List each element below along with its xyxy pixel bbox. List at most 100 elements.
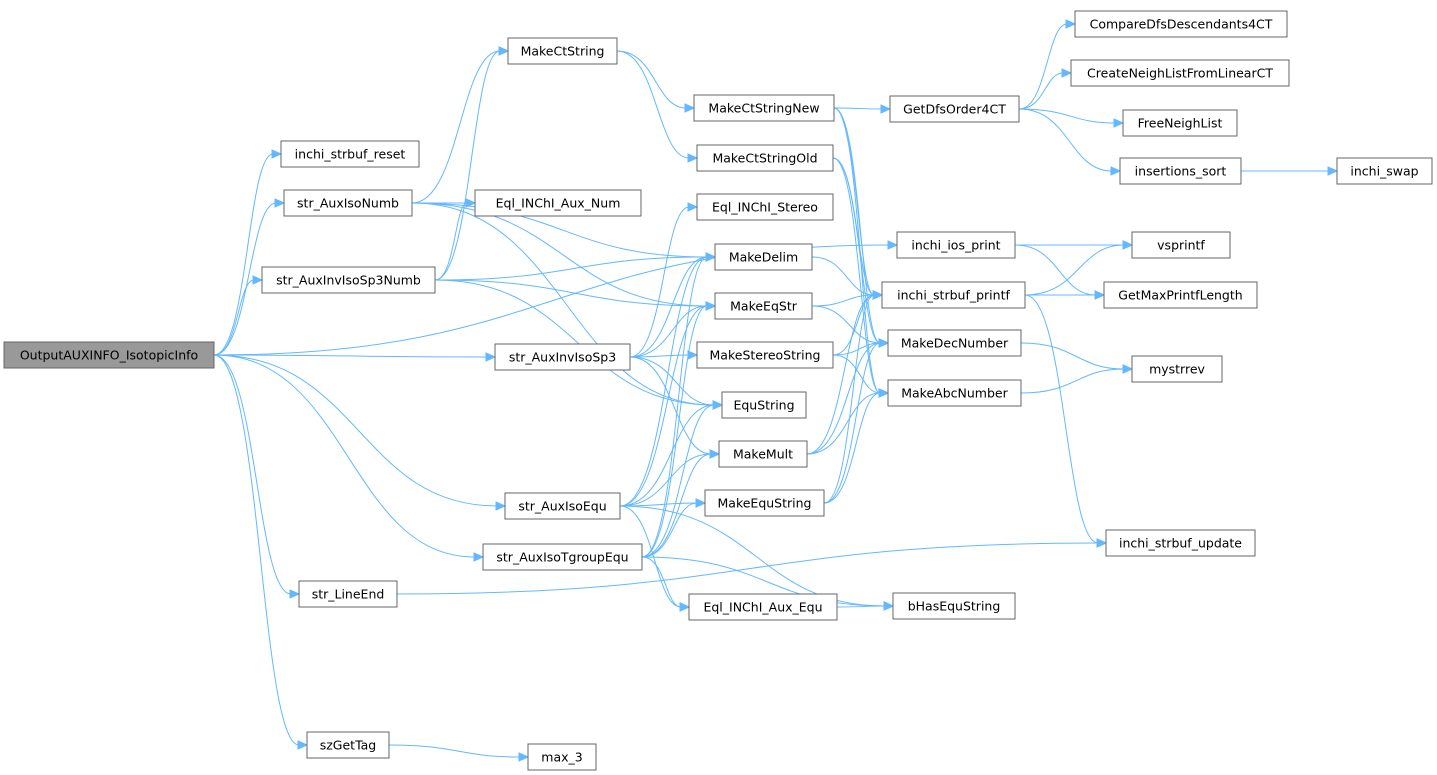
node-label: MakeMult bbox=[733, 447, 793, 462]
arrowhead-str-auxisotgroupequ-to-makedelim bbox=[705, 252, 717, 262]
node-eql-inchi-aux-equ[interactable]: Eql_INChI_Aux_Equ bbox=[688, 593, 838, 621]
node-box bbox=[1103, 281, 1258, 309]
node-str-auxisotgroupequ[interactable]: str_AuxIsoTgroupEqu bbox=[482, 543, 643, 571]
node-szgettag[interactable]: szGetTag bbox=[306, 731, 390, 759]
node-insertions-sort[interactable]: insertions_sort bbox=[1119, 157, 1242, 185]
arrowhead-str-auxinvisosp3numb-to-makectstring bbox=[498, 46, 510, 56]
node-outputauxinfo-isotopicinfo[interactable]: OutputAUXINFO_IsotopicInfo bbox=[3, 341, 215, 369]
edge-makectstringold-to-makeabcnumber bbox=[832, 157, 881, 394]
node-makedecnumber[interactable]: MakeDecNumber bbox=[887, 329, 1022, 357]
arrowhead-outputauxinfo-isotopicinfo-to-str-auxinvisosp3 bbox=[485, 352, 497, 362]
arrowhead-outputauxinfo-isotopicinfo-to-str-auxinvisosp3numb bbox=[252, 275, 264, 285]
node-str-auxinvisosp3numb[interactable]: str_AuxInvIsoSp3Numb bbox=[261, 266, 436, 294]
arrowhead-getdfsorder4ct-to-freeneighlist bbox=[1113, 118, 1125, 128]
node-createneighlistfromlinearct[interactable]: CreateNeighListFromLinearCT bbox=[1070, 59, 1290, 87]
nodes-layer: OutputAUXINFO_IsotopicInfo inchi_strbuf_r… bbox=[3, 10, 1433, 771]
node-box bbox=[1131, 355, 1223, 383]
node-bhasequstring[interactable]: bHasEquString bbox=[892, 592, 1016, 620]
node-box bbox=[696, 341, 834, 369]
node-makemult[interactable]: MakeMult bbox=[718, 440, 808, 468]
node-box bbox=[1119, 157, 1242, 185]
edge-str-auxinvisosp3numb-to-makeeqstr bbox=[434, 279, 708, 307]
node-label: max_3 bbox=[541, 750, 582, 765]
node-comparedfsdescendants4ct[interactable]: CompareDfsDescendants4CT bbox=[1074, 10, 1288, 38]
node-getdfsorder4ct[interactable]: GetDfsOrder4CT bbox=[889, 95, 1020, 123]
node-box bbox=[721, 391, 807, 419]
node-inchi-strbuf-update[interactable]: inchi_strbuf_update bbox=[1105, 529, 1256, 557]
arrowhead-outputauxinfo-isotopicinfo-to-szgettag bbox=[297, 740, 309, 750]
node-mystrrev[interactable]: mystrrev bbox=[1131, 355, 1223, 383]
node-box bbox=[714, 243, 813, 271]
edge-inchi-strbuf-printf-to-inchi-strbuf-update bbox=[1024, 294, 1099, 544]
node-label: str_LineEnd bbox=[312, 587, 385, 602]
node-box bbox=[1336, 157, 1433, 185]
edge-str-auxinvisosp3-to-makemult bbox=[629, 356, 712, 455]
edge-makectstringnew-to-makedecnumber bbox=[833, 107, 881, 344]
node-label: inchi_swap bbox=[1350, 164, 1418, 179]
node-eql-inchi-stereo[interactable]: Eql_INChI_Stereo bbox=[696, 193, 834, 221]
node-equstring[interactable]: EquString bbox=[721, 391, 807, 419]
node-label: MakeCtStringNew bbox=[708, 101, 819, 116]
node-box bbox=[3, 341, 215, 369]
node-str-lineend[interactable]: str_LineEnd bbox=[298, 580, 398, 608]
node-eql-inchi-aux-num[interactable]: Eql_INChI_Aux_Num bbox=[474, 189, 642, 217]
node-box bbox=[482, 543, 643, 571]
node-vsprintf[interactable]: vsprintf bbox=[1131, 231, 1231, 259]
node-label: str_AuxInvIsoSp3 bbox=[509, 350, 616, 365]
edge-getdfsorder4ct-to-insertions-sort bbox=[1018, 108, 1113, 172]
edge-outputauxinfo-isotopicinfo-to-inchi-strbuf-reset bbox=[213, 153, 274, 356]
node-makectstring[interactable]: MakeCtString bbox=[507, 37, 618, 65]
arrowhead-inchi-strbuf-printf-to-getmaxprintflength bbox=[1094, 290, 1106, 300]
node-inchi-strbuf-printf[interactable]: inchi_strbuf_printf bbox=[881, 281, 1026, 309]
node-makedelim[interactable]: MakeDelim bbox=[714, 243, 813, 271]
node-max-3[interactable]: max_3 bbox=[527, 743, 597, 771]
arrowhead-makectstring-to-makectstringnew bbox=[684, 103, 696, 113]
node-makectstringold[interactable]: MakeCtStringOld bbox=[696, 144, 834, 172]
arrowhead-str-auxinvisosp3numb-to-eql-inchi-aux-num bbox=[465, 198, 477, 208]
node-str-auxinvisosp3[interactable]: str_AuxInvIsoSp3 bbox=[494, 343, 631, 371]
node-makeequstring[interactable]: MakeEquString bbox=[704, 489, 825, 517]
edge-str-auxisotgroupequ-to-makeequstring bbox=[641, 502, 698, 558]
node-inchi-strbuf-reset[interactable]: inchi_strbuf_reset bbox=[280, 140, 420, 168]
edge-str-auxinvisosp3numb-to-eql-inchi-aux-num bbox=[434, 202, 468, 281]
node-label: CreateNeighListFromLinearCT bbox=[1087, 66, 1273, 81]
node-box bbox=[1122, 109, 1238, 137]
node-makectstringnew[interactable]: MakeCtStringNew bbox=[693, 94, 835, 122]
node-makeeqstr[interactable]: MakeEqStr bbox=[714, 292, 813, 320]
arrowhead-makectstring-to-makectstringold bbox=[687, 153, 699, 163]
node-freeneighlist[interactable]: FreeNeighList bbox=[1122, 109, 1238, 137]
arrowhead-makectstringnew-to-getdfsorder4ct bbox=[880, 104, 892, 114]
arrowhead-outputauxinfo-isotopicinfo-to-inchi-strbuf-reset bbox=[271, 149, 283, 159]
node-box bbox=[896, 231, 1016, 259]
arrowhead-str-auxisotgroupequ-to-eql-inchi-aux-equ bbox=[679, 602, 691, 612]
edge-str-auxinvisosp3-to-eql-inchi-stereo bbox=[629, 206, 690, 358]
edge-str-auxisotgroupequ-to-makedelim bbox=[641, 256, 708, 558]
node-box bbox=[1074, 10, 1288, 38]
node-getmaxprintflength[interactable]: GetMaxPrintfLength bbox=[1103, 281, 1258, 309]
node-str-auxisonumb[interactable]: str_AuxIsoNumb bbox=[283, 189, 413, 217]
edge-makeequstring-to-inchi-strbuf-printf bbox=[823, 294, 875, 504]
edge-makectstring-to-makectstringold bbox=[616, 50, 690, 159]
edge-makeequstring-to-makedecnumber bbox=[823, 342, 881, 504]
node-box bbox=[718, 440, 808, 468]
node-box bbox=[887, 329, 1022, 357]
node-inchi-swap[interactable]: inchi_swap bbox=[1336, 157, 1433, 185]
node-label: MakeDelim bbox=[729, 250, 798, 265]
arrowhead-makeabcnumber-to-mystrrev bbox=[1122, 364, 1134, 374]
node-label: Eql_INChI_Stereo bbox=[712, 200, 818, 215]
node-label: FreeNeighList bbox=[1138, 116, 1223, 131]
edge-makedelim-to-inchi-strbuf-printf bbox=[811, 256, 875, 296]
node-makestereostring[interactable]: MakeStereoString bbox=[696, 341, 834, 369]
node-label: szGetTag bbox=[320, 738, 377, 753]
node-str-auxisoequ[interactable]: str_AuxIsoEqu bbox=[504, 492, 621, 520]
arrowhead-makeequstring-to-makedecnumber bbox=[878, 338, 890, 348]
edge-getdfsorder4ct-to-comparedfsdescendants4ct bbox=[1018, 23, 1068, 110]
edge-str-auxisonumb-to-makectstring bbox=[411, 50, 501, 204]
node-inchi-ios-print[interactable]: inchi_ios_print bbox=[896, 231, 1016, 259]
node-box bbox=[527, 743, 597, 771]
arrowhead-str-auxisotgroupequ-to-makeeqstr bbox=[705, 301, 717, 311]
node-box bbox=[1070, 59, 1290, 87]
node-makeabcnumber[interactable]: MakeAbcNumber bbox=[887, 379, 1022, 407]
node-label: EquString bbox=[733, 398, 794, 413]
